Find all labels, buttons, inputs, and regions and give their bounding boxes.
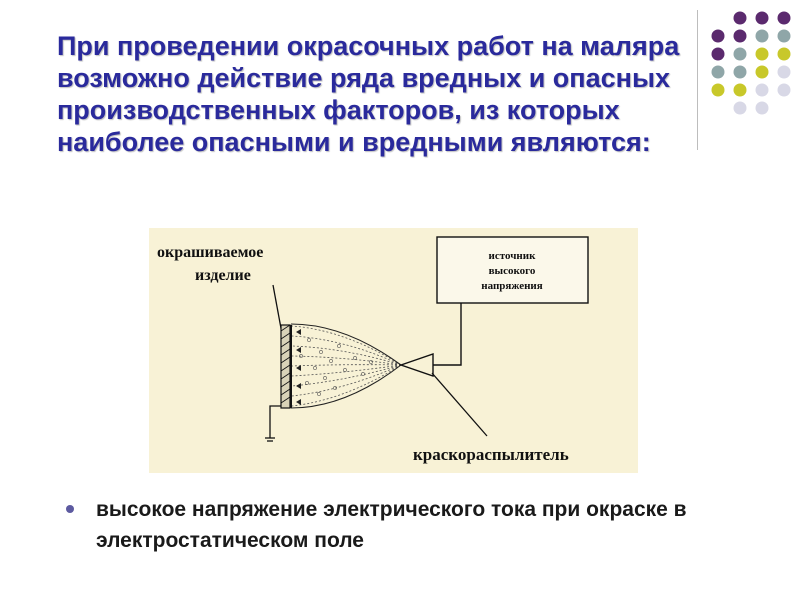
source-wire — [433, 303, 462, 366]
spray-field-lines — [291, 325, 402, 407]
source-label-line2: высокого — [489, 265, 536, 277]
product-label-line2: изделие — [195, 267, 251, 284]
decorative-dot — [777, 29, 791, 43]
title-divider-line — [697, 10, 698, 150]
decorative-dot — [733, 11, 747, 25]
hazard-list: высокое напряжение электрического тока п… — [62, 494, 752, 556]
source-label-line3: напряжения — [481, 280, 542, 292]
decorative-dot — [755, 47, 769, 61]
decorative-dot — [711, 47, 725, 61]
spray-cloud-outline — [290, 323, 402, 409]
high-voltage-source-box — [436, 236, 589, 304]
decorative-dot — [755, 65, 769, 79]
decorative-dot — [777, 47, 791, 61]
decorative-dot — [733, 101, 747, 115]
decorative-dot — [733, 47, 747, 61]
decorative-dot — [711, 65, 725, 79]
decorative-dot — [733, 83, 747, 97]
electrostatic-spray-diagram: окрашиваемое изделие — [149, 228, 638, 473]
decorative-dot — [777, 83, 791, 97]
decorative-dot — [711, 29, 725, 43]
product-label-line1: окрашиваемое — [157, 244, 263, 261]
field-arrows — [296, 329, 301, 405]
decorative-dot — [755, 11, 769, 25]
sprayer-label: краскораспылитель — [413, 445, 569, 464]
decorative-dot — [711, 83, 725, 97]
decorative-dot-grid — [711, 11, 791, 115]
hazard-text: высокое напряжение электрического тока п… — [96, 498, 687, 552]
painted-product-plate — [280, 324, 292, 409]
list-item: высокое напряжение электрического тока п… — [62, 494, 752, 556]
decorative-dot — [777, 11, 791, 25]
decorative-dot — [755, 29, 769, 43]
spray-gun-nozzle — [398, 353, 434, 377]
paint-particles — [299, 338, 373, 396]
ground-symbol — [265, 405, 281, 442]
slide-title: При проведении окрасочных работ на маляр… — [57, 31, 680, 157]
sprayer-leader-line — [431, 372, 488, 437]
decorative-dot — [733, 65, 747, 79]
decorative-dot — [733, 29, 747, 43]
decorative-dot — [755, 101, 769, 115]
decorative-dot — [777, 65, 791, 79]
bullet-dot-icon — [66, 505, 74, 513]
decorative-dot — [755, 83, 769, 97]
source-label-line1: источник — [489, 250, 537, 262]
